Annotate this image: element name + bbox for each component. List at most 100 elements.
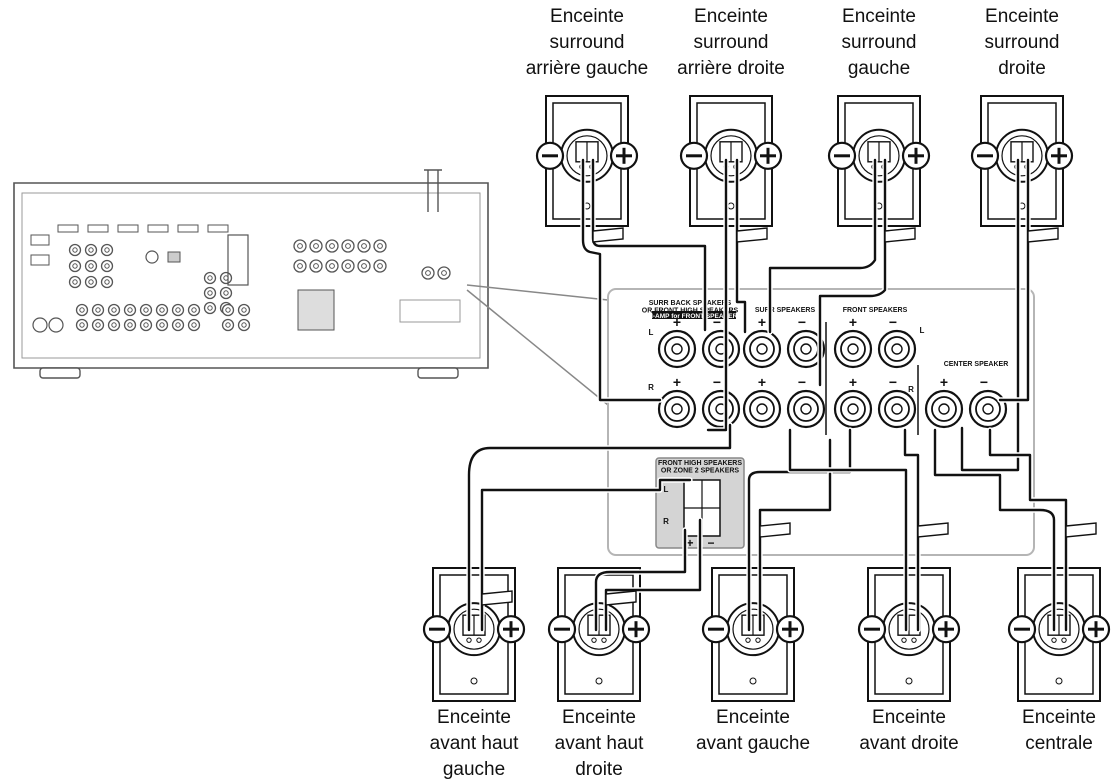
speaker-terminal-screw (591, 637, 597, 643)
speaker-terminal-mini (329, 243, 335, 249)
speaker-terminal-screw (476, 637, 482, 643)
rca-jack (88, 279, 94, 285)
speaker-surround-back-right (679, 95, 783, 227)
speaker-terminal-mini (377, 263, 383, 269)
receiver-foot-left (39, 367, 81, 379)
wire-front-left (747, 428, 852, 632)
speaker-terminal-mini (341, 259, 355, 273)
speaker-terminal-mini (293, 239, 307, 253)
wire-tag (592, 227, 624, 243)
hdmi-port (177, 224, 199, 233)
wire-surround-left (768, 158, 877, 334)
speaker-terminal-mini (345, 263, 351, 269)
rca-jack (207, 275, 213, 281)
rca-jack (203, 271, 217, 285)
speaker-terminal-mini (345, 243, 351, 249)
speaker-terminal (756, 403, 768, 415)
speaker-surround-right (970, 95, 1074, 227)
left-marker: L (649, 328, 654, 337)
speaker-surround-left (827, 95, 931, 227)
speaker-terminal-mini (357, 259, 371, 273)
speaker-label-front-right: Enceinte avant droite (859, 707, 959, 754)
zoom-line (466, 284, 609, 301)
speaker-terminal-screw (755, 637, 761, 643)
wire-tag (917, 522, 949, 538)
plus-sign: + (673, 374, 681, 390)
rca-jack (111, 307, 117, 313)
rca-jack (203, 286, 217, 300)
rca-jack (219, 271, 233, 285)
wire-front-high-right (604, 518, 702, 632)
speaker-terminal-mini (309, 239, 323, 253)
center-title: CENTER SPEAKER (944, 361, 1009, 368)
speaker-label-surround-back-left: Enceinte surround arrière gauche (525, 6, 649, 79)
rca-jack (104, 247, 110, 253)
speaker-terminal-screw (466, 637, 472, 643)
rca-jack (68, 243, 82, 257)
speaker-front-right (857, 567, 961, 702)
rca-jack (100, 243, 114, 257)
ir-jack (32, 317, 48, 333)
rca-jack (139, 318, 153, 332)
hdmi-port (57, 224, 79, 233)
surr-title: SURR SPEAKERS (755, 307, 816, 314)
plus-sign: + (758, 374, 766, 390)
rca-jack (191, 307, 197, 313)
hdmi-port (207, 224, 229, 233)
wire-surround-right (960, 158, 1020, 472)
wire-front-right (903, 428, 920, 632)
power-cord (424, 169, 442, 212)
rca-jack (72, 263, 78, 269)
rca-jack (123, 318, 137, 332)
rca-jack (155, 303, 169, 317)
rca-jack (79, 322, 85, 328)
receiver-rear-panel (13, 169, 609, 406)
receiver-foot-right (417, 367, 459, 379)
rca-jack (127, 322, 133, 328)
speaker-terminal-mini (297, 263, 303, 269)
plus-sign: + (673, 314, 681, 330)
speaker-terminal-mini (425, 270, 431, 276)
wire-tag (605, 590, 637, 606)
speaker-surround-back-left (535, 95, 639, 227)
rca-jack (107, 303, 121, 317)
rca-jack (159, 322, 165, 328)
minus-sign: − (713, 374, 721, 390)
speaker-label-front-high-right: Enceinte avant haut droite (554, 707, 644, 780)
rca-jack (241, 322, 247, 328)
speaker-label-center: Enceinte centrale (1022, 707, 1096, 754)
speaker-terminal-screw (745, 637, 751, 643)
speaker-terminal-mini (373, 239, 387, 253)
minus-sign: − (798, 314, 806, 330)
antenna-terminal (167, 251, 181, 263)
rca-jack (207, 305, 213, 311)
speaker-terminal (847, 343, 859, 355)
rs232-port (227, 234, 249, 286)
speaker-terminal-screw (901, 637, 907, 643)
speaker-terminal-mini (361, 243, 367, 249)
speaker-terminal-screw (1051, 637, 1057, 643)
speaker-terminal-mini (361, 263, 367, 269)
speaker-terminal-mini (437, 266, 451, 280)
plus-sign: + (940, 374, 948, 390)
speaker-terminal (800, 343, 812, 355)
rca-jack (143, 322, 149, 328)
speaker-terminal-screw (601, 637, 607, 643)
left-marker: L (664, 485, 669, 494)
rca-jack (171, 303, 185, 317)
wire-surround-left (818, 158, 887, 387)
minus-sign: − (980, 374, 988, 390)
ac-inlet (48, 317, 64, 333)
speaker-screw (595, 677, 603, 685)
speaker-terminal-mini (313, 243, 319, 249)
right-marker: R (663, 517, 669, 526)
speaker-terminal (938, 403, 950, 415)
rca-jack (75, 303, 89, 317)
wire-front-left (758, 438, 832, 632)
speaker-center (1007, 567, 1111, 702)
speaker-terminal-mini (377, 243, 383, 249)
speaker-terminal-mini (313, 263, 319, 269)
speaker-label-surround-back-right: Enceinte surround arrière droite (677, 6, 785, 79)
speaker-screw (470, 677, 478, 685)
minus-sign: − (707, 536, 714, 550)
